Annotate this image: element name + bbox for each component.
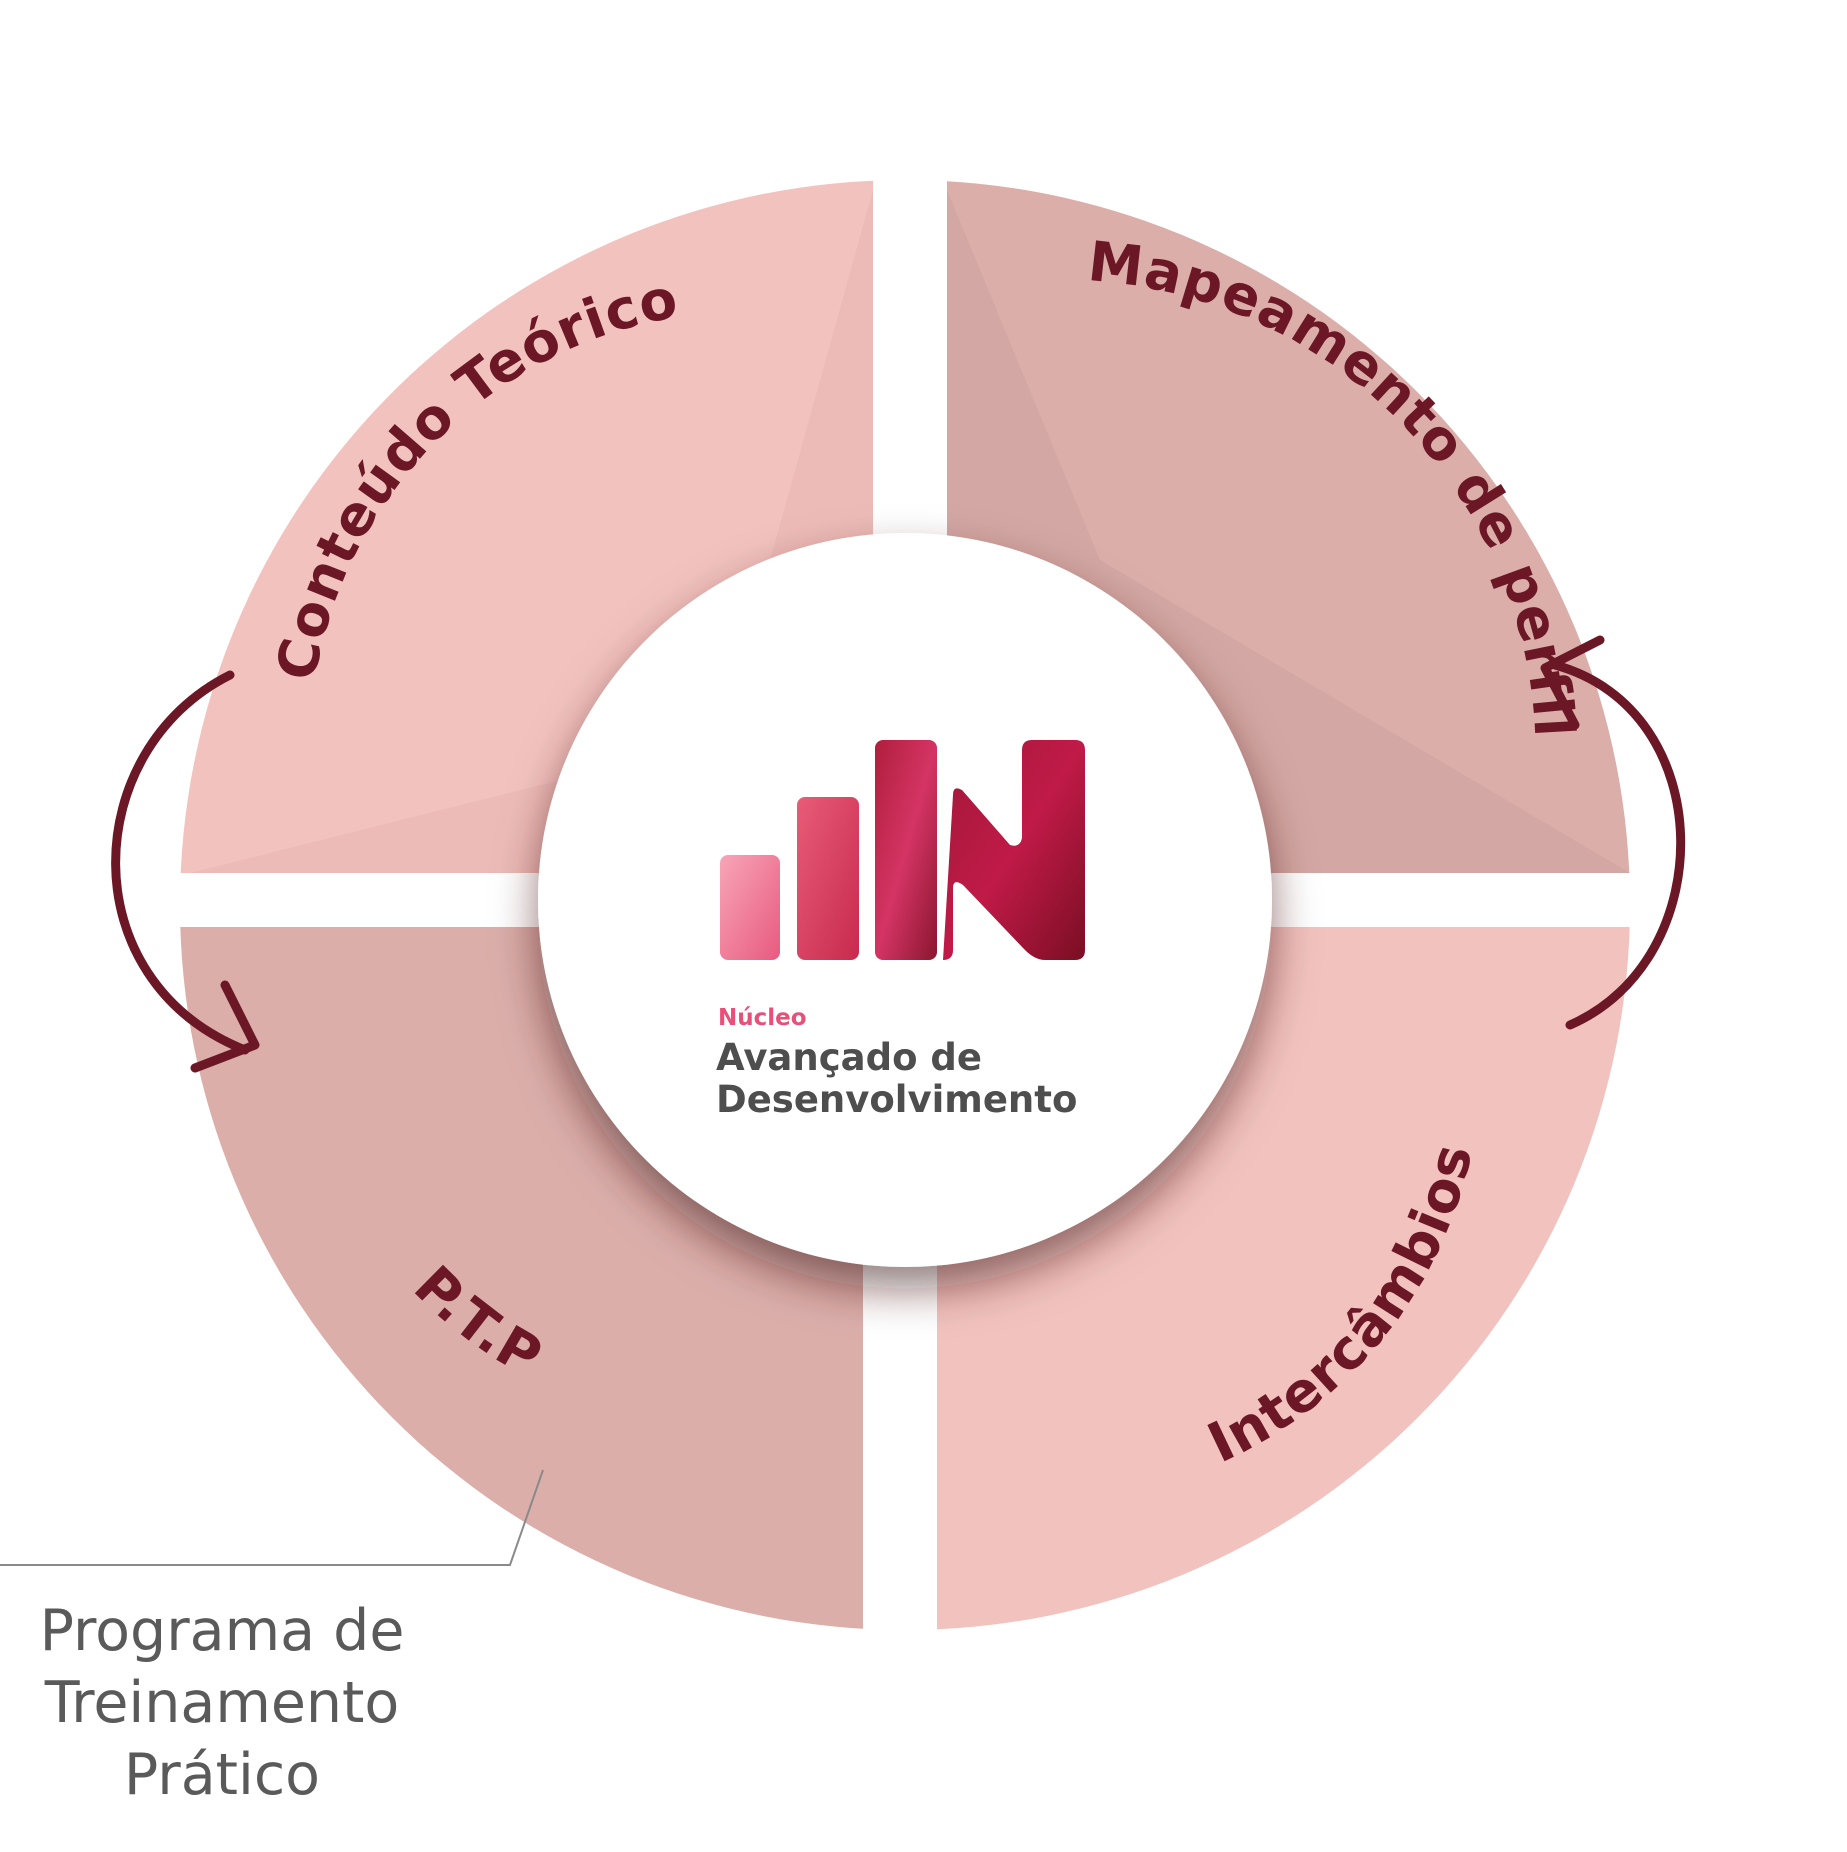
logo-text-desenvolvimento: Desenvolvimento — [716, 1078, 1077, 1121]
left-cycle-arrow — [111, 670, 260, 1073]
logo-bar-tall — [875, 740, 937, 960]
logo-letter-n — [943, 740, 1085, 960]
logo-text-nucleo: Núcleo — [718, 1005, 807, 1031]
logo-text-avancado: Avançado de — [716, 1036, 982, 1079]
footnote-line-1: Programa de — [40, 1598, 405, 1664]
footnote-line-3: Prático — [124, 1742, 320, 1808]
logo-bar-medium — [797, 797, 859, 960]
footnote-line-2: Treinamento — [44, 1670, 400, 1736]
logo-bar-small — [720, 855, 780, 960]
center-logo-badge: Núcleo Avançado de Desenvolvimento — [538, 533, 1272, 1267]
right-cycle-arrow — [1540, 635, 1686, 1030]
logo-icon — [720, 740, 1085, 960]
footnote-leader-line — [0, 1469, 544, 1566]
